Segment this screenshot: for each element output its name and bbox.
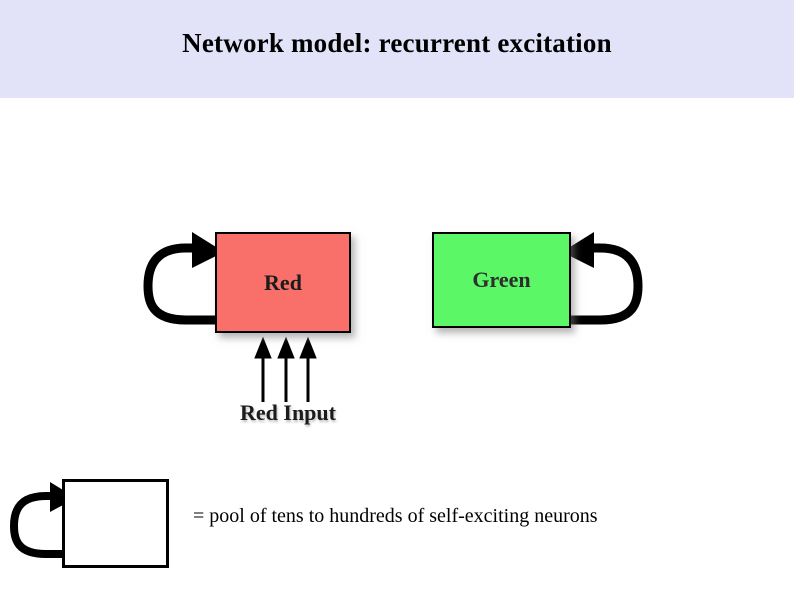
- slide-title: Network model: recurrent excitation: [182, 28, 612, 58]
- network-diagram: Red Green Red Input: [0, 98, 794, 595]
- recurrent-loop-green-icon: [562, 232, 643, 325]
- title-band: Network model: recurrent excitation: [0, 0, 794, 98]
- red-input-label: Red Input: [240, 400, 336, 425]
- red-input-arrows-icon: [254, 336, 317, 402]
- legend-description: = pool of tens to hundreds of self-excit…: [193, 505, 598, 527]
- node-green-label: Green: [472, 267, 531, 292]
- node-red-label: Red: [264, 269, 302, 295]
- node-green-pool[interactable]: Green: [432, 232, 571, 328]
- node-red-pool[interactable]: Red: [215, 232, 351, 333]
- legend-pool-symbol: [62, 479, 169, 568]
- recurrent-loop-red-icon: [143, 232, 224, 325]
